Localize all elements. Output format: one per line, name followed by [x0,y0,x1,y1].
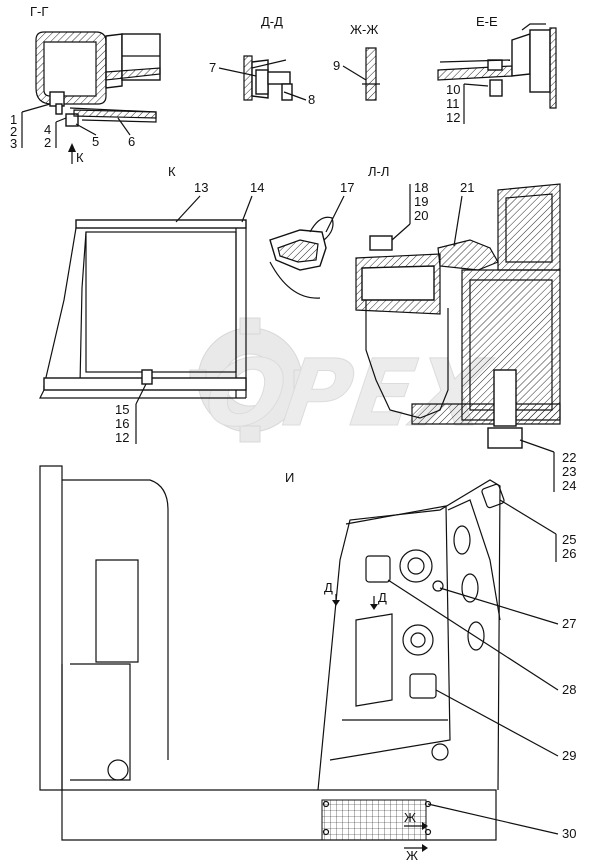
section-title-g: Г-Г [30,4,48,19]
callout-25: 25 [562,532,576,547]
section-marker-d1: Д [324,580,333,595]
callout-26: 26 [562,546,576,561]
callout-6: 6 [128,134,135,149]
callout-22: 22 [562,450,576,465]
callout-28: 28 [562,682,576,697]
watermark-text: OPEX [199,339,498,446]
callout-11: 11 [446,96,460,111]
callout-2b: 2 [44,135,51,150]
section-e-e: Е-Е 10 11 12 [437,14,557,125]
callout-12: 12 [446,110,460,125]
section-marker-zh1: Ж [404,810,416,825]
callout-18: 18 [414,180,428,195]
callout-1: 1 [10,112,17,127]
view-k: К 13 14 15 16 12 [39,164,264,445]
view-i: И Д Д [39,465,576,863]
callout-20: 20 [414,208,428,223]
callout-13: 13 [194,180,208,195]
section-d-d: Д-Д 7 8 [209,14,315,107]
callout-8: 8 [308,92,315,107]
callout-27: 27 [562,616,576,631]
callout-4: 4 [44,122,51,137]
view-arrow-k: К [68,143,84,165]
callout-3: 3 [10,136,17,151]
callout-9: 9 [333,58,340,73]
callout-2: 2 [10,124,17,139]
section-title-k: К [168,164,176,179]
callout-10: 10 [446,82,460,97]
view-arrow-k-label: К [76,150,84,165]
callout-30: 30 [562,826,576,841]
section-title-e: Е-Е [476,14,498,29]
section-title-d: Д-Д [261,14,283,29]
callout-5: 5 [92,134,99,149]
callout-14: 14 [250,180,264,195]
callout-24: 24 [562,478,576,493]
callout-19: 19 [414,194,428,209]
callout-7: 7 [209,60,216,75]
section-title-l: Л-Л [368,164,389,179]
callout-12b: 12 [115,430,129,445]
section-title-i: И [285,470,294,485]
callout-23: 23 [562,464,576,479]
section-zh-zh: Ж-Ж 9 [333,22,380,101]
section-title-zh: Ж-Ж [350,22,378,37]
section-marker-d2: Д [378,590,387,605]
section-marker-zh2: Ж [406,848,418,863]
callout-29: 29 [562,748,576,763]
section-g-g: Г-Г 1 2 3 4 2 5 6 К [10,4,161,165]
callout-16: 16 [115,416,129,431]
section-l-l: Л-Л 17 18 19 20 21 22 23 24 [269,164,576,493]
callout-17: 17 [340,180,354,195]
callout-15: 15 [115,402,129,417]
callout-21: 21 [460,180,474,195]
